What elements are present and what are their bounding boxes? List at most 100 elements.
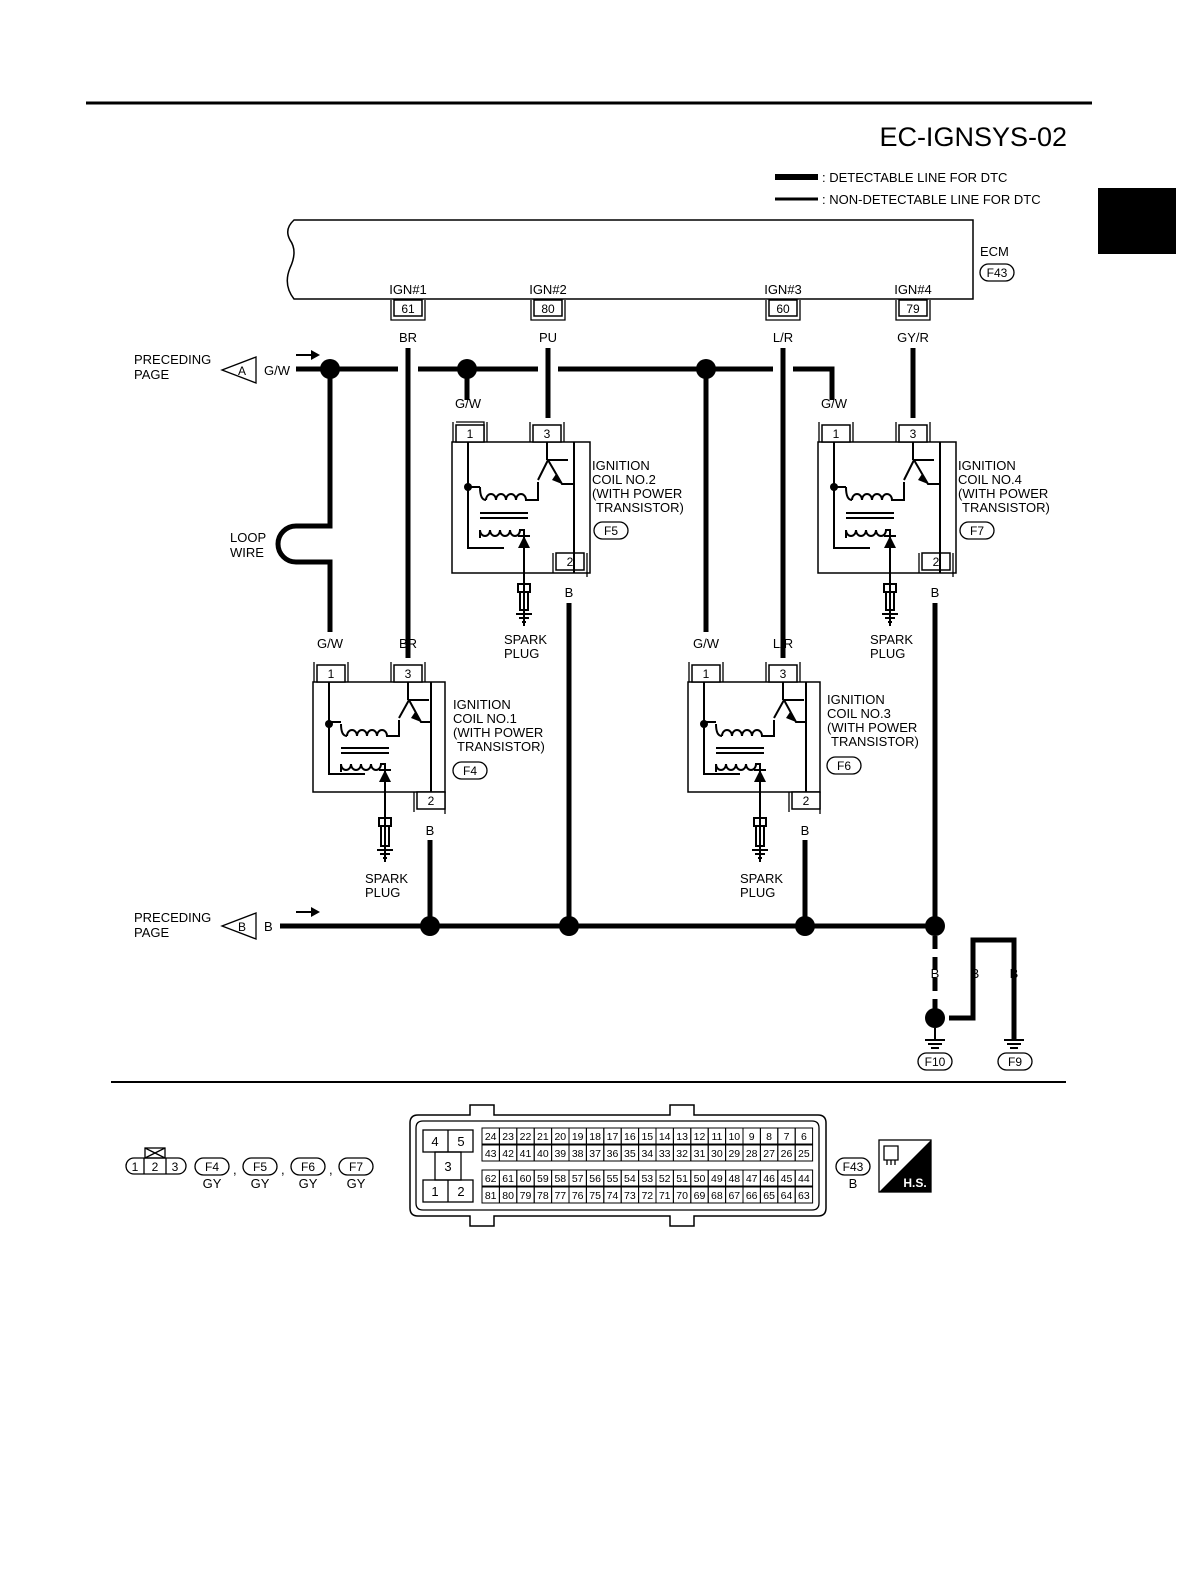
loop-wire-label: LOOP xyxy=(230,530,266,545)
preceding-label: PAGE xyxy=(134,925,169,940)
splice xyxy=(925,916,945,936)
connector-id: F7 xyxy=(970,524,984,538)
wire-color-label: PU xyxy=(539,330,557,345)
pin-label: 11 xyxy=(711,1131,722,1143)
wire-color-label: B xyxy=(264,919,273,934)
connector-id: F43 xyxy=(843,1160,864,1174)
coil-label: COIL NO.2 xyxy=(592,472,656,487)
pin-label: 31 xyxy=(694,1148,706,1160)
pin-label: 3 xyxy=(544,427,551,441)
wire-color-label: B xyxy=(1010,966,1019,981)
loop-wire-label: WIRE xyxy=(230,545,264,560)
pin-label: 17 xyxy=(607,1131,619,1143)
coil-label: (WITH POWER xyxy=(592,486,682,501)
wire-color-label: B xyxy=(931,966,940,981)
wire-color-label: BR xyxy=(399,636,417,651)
pin-label: 8 xyxy=(766,1131,772,1143)
spark-label: SPARK xyxy=(504,632,547,647)
ecm-signal-label: IGN#1 xyxy=(389,282,427,297)
pin-label: 76 xyxy=(572,1190,584,1202)
splice xyxy=(795,916,815,936)
pin-label: 2 xyxy=(933,555,940,569)
preceding-label: PRECEDING xyxy=(134,910,211,925)
coil-label: COIL NO.3 xyxy=(827,706,891,721)
connector-id: F4 xyxy=(205,1160,219,1174)
pin-label: 78 xyxy=(537,1190,549,1202)
spark-label: SPARK xyxy=(740,871,783,886)
coil-label: COIL NO.4 xyxy=(958,472,1022,487)
pin-label: 73 xyxy=(624,1190,636,1202)
pin-label: 53 xyxy=(641,1173,653,1185)
pin-label: 22 xyxy=(520,1131,532,1143)
connector-badge xyxy=(835,1157,871,1176)
spark-plug-4: SPARK PLUG xyxy=(870,577,913,661)
pin-label: 35 xyxy=(624,1148,636,1160)
wire-color-label: G/W xyxy=(455,396,482,411)
connector-badge xyxy=(826,756,862,775)
pin-label: 38 xyxy=(572,1148,584,1160)
preceding-label: PRECEDING xyxy=(134,352,211,367)
wire-color-label: L/R xyxy=(773,636,793,651)
connector-badge xyxy=(338,1157,374,1176)
coil-2-text: IGNITION COIL NO.2 (WITH POWER TRANSISTO… xyxy=(565,458,684,600)
pin-label: 62 xyxy=(485,1173,497,1185)
pin-label: 16 xyxy=(624,1131,636,1143)
pin-label: 52 xyxy=(659,1173,671,1185)
pin-label: 50 xyxy=(694,1173,706,1185)
page-code: EC-IGNSYS-02 xyxy=(879,122,1067,152)
spark-label: PLUG xyxy=(504,646,539,661)
wire-color-label: B xyxy=(931,585,940,600)
ignition-coil-3: 1 3 2 xyxy=(687,662,821,814)
pin-label: 42 xyxy=(502,1148,514,1160)
pin-label: 2 xyxy=(567,555,574,569)
connector-id: F5 xyxy=(604,524,618,538)
connector-badge xyxy=(194,1157,230,1176)
pin-label: 51 xyxy=(676,1173,688,1185)
wire-color-label: B xyxy=(565,585,574,600)
pin-label: 9 xyxy=(749,1131,755,1143)
ecm-box xyxy=(286,219,974,300)
pin-label: 44 xyxy=(798,1173,810,1185)
pin-label: 2 xyxy=(152,1160,159,1174)
loop-wire xyxy=(275,369,333,632)
connector-badge xyxy=(959,521,995,540)
ignition-coil-1: 1 3 2 xyxy=(312,662,446,814)
spark-label: PLUG xyxy=(740,885,775,900)
pin-label: 71 xyxy=(659,1190,671,1202)
harness-side-symbol: H.S. xyxy=(878,1139,932,1193)
pin-label: 39 xyxy=(554,1148,566,1160)
pin-label: 2 xyxy=(428,794,435,808)
pin-label: 36 xyxy=(607,1148,619,1160)
splice xyxy=(420,916,440,936)
pin-label: 40 xyxy=(537,1148,549,1160)
pin-label: 37 xyxy=(589,1148,601,1160)
coil-connector-face: 1 2 3 xyxy=(125,1147,187,1175)
ecm-terminal-4: IGN#4 79 GY/R xyxy=(894,282,932,345)
legend-nondetectable: : NON-DETECTABLE LINE FOR DTC xyxy=(822,192,1041,207)
pin-label: 25 xyxy=(798,1148,810,1160)
pin-label: 56 xyxy=(589,1173,601,1185)
pin-label: 19 xyxy=(572,1131,584,1143)
pin-label: 43 xyxy=(485,1148,497,1160)
ecm-signal-label: IGN#2 xyxy=(529,282,567,297)
pin-label: 27 xyxy=(763,1148,775,1160)
coil-label: IGNITION xyxy=(827,692,885,707)
spark-plug-1: SPARK PLUG xyxy=(365,812,408,900)
wire-color-label: G/W xyxy=(693,636,720,651)
wire-color-label: BR xyxy=(399,330,417,345)
connector-color: GY xyxy=(203,1176,222,1191)
ecm-pin-label: 80 xyxy=(541,302,555,316)
pin-cell xyxy=(794,1186,814,1204)
preceding-page-b: PRECEDING PAGE B B xyxy=(134,907,320,940)
separator: , xyxy=(329,1162,333,1177)
connector-id: F5 xyxy=(253,1160,267,1174)
pin-cell xyxy=(794,1144,814,1162)
coil-label: IGNITION xyxy=(958,458,1016,473)
coil-label: (WITH POWER xyxy=(958,486,1048,501)
connector-badge xyxy=(593,521,629,540)
pin-label: 1 xyxy=(703,667,710,681)
pin-label: 63 xyxy=(798,1190,810,1202)
pin-label: 14 xyxy=(659,1131,671,1143)
pin-label: 54 xyxy=(624,1173,636,1185)
